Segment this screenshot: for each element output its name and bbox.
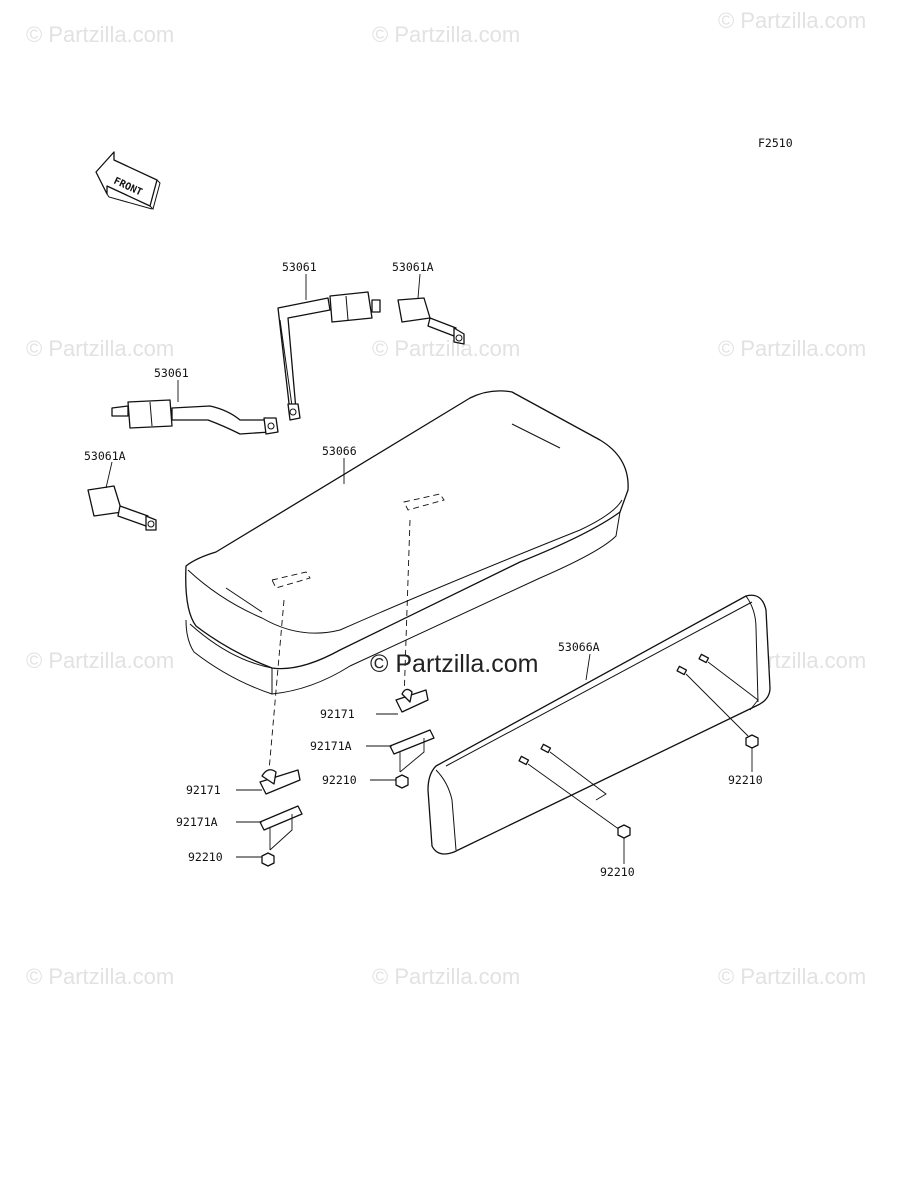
watermark: © Partzilla.com — [718, 336, 866, 361]
bracket-92171a-left — [259, 805, 303, 851]
label-53061a-lower: 53061A — [84, 449, 126, 463]
label-92171-left: 92171 — [186, 783, 221, 797]
front-arrow-icon: FRONT — [95, 151, 161, 210]
nut-92210-left — [261, 852, 275, 867]
label-92210-back-bottom: 92210 — [600, 865, 635, 879]
label-53061-upper: 53061 — [282, 260, 317, 274]
label-92171-center: 92171 — [320, 707, 355, 721]
seat-belt-53061-upper — [277, 291, 381, 421]
label-92210-back-right: 92210 — [728, 773, 763, 787]
buckle-53061a-lower — [87, 485, 157, 531]
nut-92210-back-bottom — [617, 824, 631, 839]
stud-icon — [518, 653, 710, 766]
watermark: © Partzilla.com — [26, 22, 174, 47]
label-53061-lower: 53061 — [154, 366, 189, 380]
seat-back-53066a — [427, 594, 771, 855]
bracket-92171a-center — [389, 729, 435, 773]
nut-92210-back-right — [745, 734, 759, 749]
label-92210-left: 92210 — [188, 850, 223, 864]
bracket-92171-left — [259, 769, 301, 795]
watermark: © Partzilla.com — [718, 8, 866, 33]
label-53066: 53066 — [322, 444, 357, 458]
label-53061a-upper: 53061A — [392, 260, 434, 274]
watermark: © Partzilla.com — [372, 336, 520, 361]
watermark: © Partzilla.com — [26, 648, 174, 673]
watermark: © Partzilla.com — [26, 336, 174, 361]
watermark: © Partzilla.com — [372, 22, 520, 47]
watermark-center: © Partzilla.com — [370, 650, 538, 678]
nut-92210-center — [395, 774, 409, 789]
bracket-92171-center — [395, 688, 429, 713]
watermark-grid: © Partzilla.com © Partzilla.com © Partzi… — [26, 8, 866, 989]
watermark: © Partzilla.com — [372, 964, 520, 989]
watermark: © Partzilla.com — [26, 964, 174, 989]
label-92171a-center: 92171A — [310, 739, 352, 753]
diagram-code: F2510 — [758, 136, 793, 150]
label-92171a-left: 92171A — [176, 815, 218, 829]
label-92210-center: 92210 — [322, 773, 357, 787]
watermark: © Partzilla.com — [718, 964, 866, 989]
seat-belt-53061-lower — [111, 399, 279, 435]
buckle-53061a-upper — [397, 297, 465, 345]
seat-cushion-53066 — [185, 390, 629, 695]
label-53066a: 53066A — [558, 640, 600, 654]
